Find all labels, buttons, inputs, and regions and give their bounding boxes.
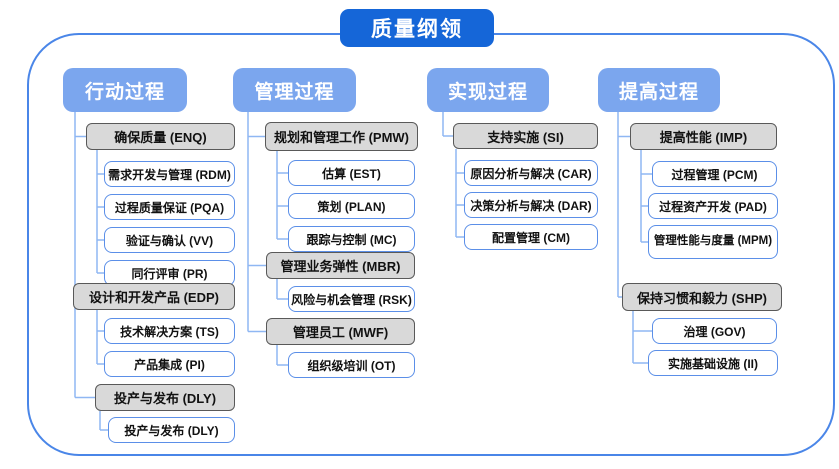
node-pcm: 过程管理 (PCM) xyxy=(652,161,777,187)
connector-lines-col1 xyxy=(74,112,108,431)
node-plan: 策划 (PLAN) xyxy=(288,193,415,219)
connector-lines-col2 xyxy=(247,112,288,366)
node-imp: 提高性能 (IMP) xyxy=(630,123,777,150)
node-dly: 投产与发布 (DLY) xyxy=(95,384,235,411)
node-pr: 同行评审 (PR) xyxy=(104,260,235,286)
node-mbr: 管理业务弹性 (MBR) xyxy=(266,252,415,279)
connector-lines-col4 xyxy=(617,112,652,364)
node-enq: 确保质量 (ENQ) xyxy=(86,123,235,150)
node-dar: 决策分析与解决 (DAR) xyxy=(464,192,598,218)
node-ii: 实施基础设施 (II) xyxy=(648,350,778,376)
root-title: 质量纲领 xyxy=(340,9,494,47)
header-management-process: 管理过程 xyxy=(233,68,356,112)
node-rdm: 需求开发与管理 (RDM) xyxy=(104,161,235,187)
header-improvement-process: 提高过程 xyxy=(598,68,720,112)
node-vv: 验证与确认 (VV) xyxy=(104,227,235,253)
node-est: 估算 (EST) xyxy=(288,160,415,186)
node-rsk: 风险与机会管理 (RSK) xyxy=(288,286,415,312)
node-car: 原因分析与解决 (CAR) xyxy=(464,160,598,186)
node-mwf: 管理员工 (MWF) xyxy=(266,318,415,345)
node-pqa: 过程质量保证 (PQA) xyxy=(104,194,235,220)
node-shp: 保持习惯和毅力 (SHP) xyxy=(622,283,782,311)
node-ts: 技术解决方案 (TS) xyxy=(104,318,235,344)
node-si: 支持实施 (SI) xyxy=(453,123,598,149)
connector-lines-col3 xyxy=(442,112,464,238)
node-edp: 设计和开发产品 (EDP) xyxy=(73,283,235,310)
node-pad: 过程资产开发 (PAD) xyxy=(648,193,778,219)
node-gov: 治理 (GOV) xyxy=(652,318,777,344)
node-cm: 配置管理 (CM) xyxy=(464,224,598,250)
node-ot: 组织级培训 (OT) xyxy=(288,352,415,378)
node-mc: 跟踪与控制 (MC) xyxy=(288,226,415,252)
node-mpm: 管理性能与度量 (MPM) xyxy=(648,225,778,259)
header-implementation-process: 实现过程 xyxy=(427,68,549,112)
node-pmw: 规划和管理工作 (PMW) xyxy=(265,122,418,151)
node-pi: 产品集成 (PI) xyxy=(104,351,235,377)
node-dly-sub: 投产与发布 (DLY) xyxy=(108,417,235,443)
header-action-process: 行动过程 xyxy=(63,68,187,112)
